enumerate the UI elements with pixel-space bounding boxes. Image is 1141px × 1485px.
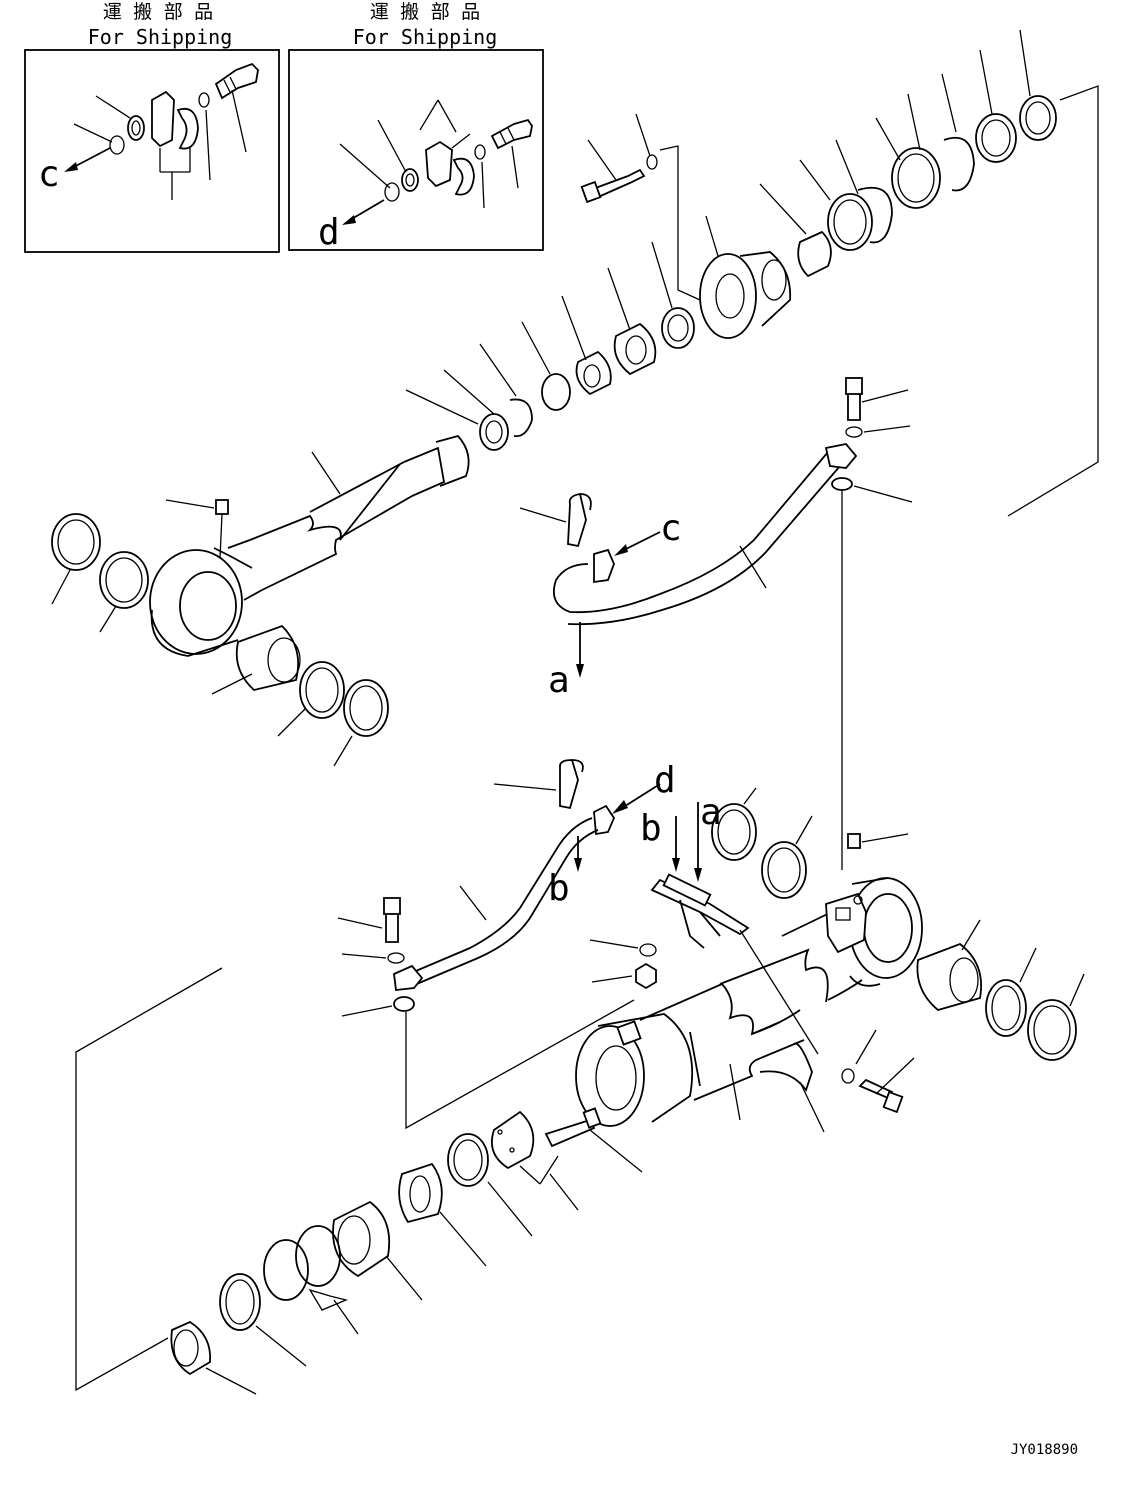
hose-pipe-lower: d b (337, 759, 676, 1130)
shipping-box-1-title-jp: 運 搬 部 品 (103, 1, 213, 23)
piston-nut (170, 1320, 212, 1376)
cylinder-tube-assembly: a b (75, 787, 1085, 1395)
cylinder-head (699, 253, 757, 339)
shipping-box-2-title-en: For Shipping (353, 25, 498, 49)
shipping-box-1-title-en: For Shipping (88, 25, 233, 49)
ref-b-bracket: b (640, 808, 662, 849)
shipping-box-1-ref-c: c (38, 154, 60, 195)
piston (332, 1200, 391, 1278)
upper-rod-assembly (51, 29, 1099, 767)
ref-a-lower: a (700, 792, 722, 833)
shipping-box-1: 運 搬 部 品 For Shipping c (24, 1, 280, 253)
ref-a-upper: a (548, 660, 570, 701)
ref-c-upper: c (660, 508, 682, 549)
drawing-number: JY018890 (1011, 1442, 1078, 1458)
dust-seal (1019, 95, 1057, 141)
hose-pipe-upper: c a (519, 377, 913, 870)
ref-d-lower: d (654, 760, 676, 801)
shipping-box-2: 運 搬 部 品 For Shipping d (288, 1, 544, 253)
rod-eye (149, 549, 243, 655)
ref-b-lower: b (548, 868, 570, 909)
tube-flange (575, 1025, 645, 1127)
cylinder-tube (639, 982, 781, 1036)
shipping-box-2-ref-d: d (318, 212, 340, 253)
piston-rod (435, 434, 470, 487)
shipping-box-2-title-jp: 運 搬 部 品 (370, 1, 480, 23)
